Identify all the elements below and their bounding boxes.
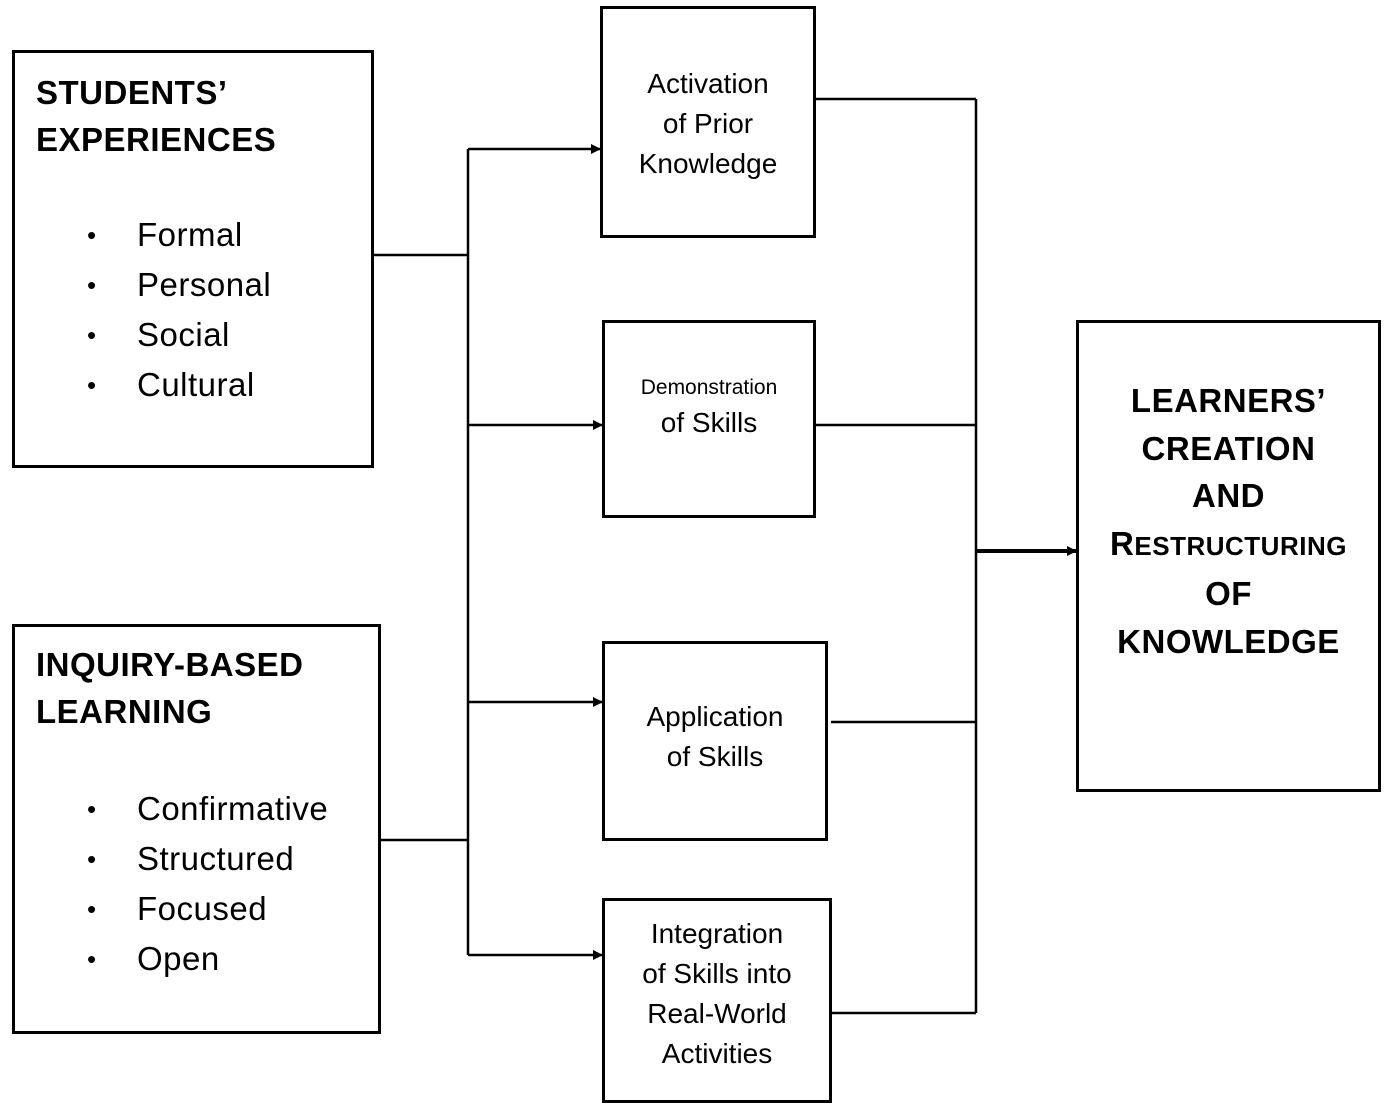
list-item-label: Confirmative	[137, 790, 329, 827]
outcome-line4-first: R	[1110, 524, 1135, 562]
students-experiences-title-line1: STUDENTS’	[36, 74, 228, 111]
list-item-label: Structured	[137, 840, 295, 877]
bullet-icon: •	[87, 320, 97, 350]
bullet-icon: •	[87, 794, 97, 824]
activation-line2: of Prior	[662, 108, 754, 139]
outcome-line5: OF	[1205, 575, 1252, 612]
application-line1: Application	[646, 701, 784, 732]
integration-of-skills-box: Integration of Skills into Real-World Ac…	[602, 898, 832, 1103]
integration-line3: Real-World	[647, 998, 787, 1029]
application-of-skills-box: Application of Skills	[602, 641, 828, 841]
demonstration-of-skills-box: Demonstration of Skills	[602, 320, 816, 518]
list-item-label: Social	[137, 316, 230, 353]
list-item: • Structured	[15, 834, 378, 884]
list-item: • Social	[15, 310, 371, 360]
students-experiences-title-line2: EXPERIENCES	[36, 121, 277, 158]
bullet-icon: •	[87, 270, 97, 300]
outcome-line3: AND	[1192, 477, 1265, 514]
students-experiences-list: • Formal • Personal • Social • Cultural	[15, 210, 371, 410]
integration-line2: of Skills into	[642, 958, 792, 989]
bullet-icon: •	[87, 894, 97, 924]
activation-of-prior-knowledge-box: Activation of Prior Knowledge	[600, 6, 816, 238]
application-line2: of Skills	[666, 741, 764, 772]
activation-line3: Knowledge	[638, 148, 778, 179]
list-item: • Cultural	[15, 360, 371, 410]
list-item-label: Formal	[137, 216, 243, 253]
students-experiences-box: STUDENTS’ EXPERIENCES • Formal • Personal …	[12, 50, 374, 468]
list-item: • Personal	[15, 260, 371, 310]
inquiry-based-learning-box: INQUIRY-BASED LEARNING • Confirmative • St…	[12, 624, 381, 1034]
list-item: • Confirmative	[15, 784, 378, 834]
list-item-label: Focused	[137, 890, 268, 927]
outcome-line4-rest: ESTRUCTURING	[1134, 530, 1347, 561]
outcome-line1: LEARNERS’	[1130, 382, 1327, 419]
inquiry-based-learning-title-line2: LEARNING	[36, 693, 213, 730]
list-item-label: Personal	[137, 266, 272, 303]
bullet-icon: •	[87, 370, 97, 400]
outcome-line6: KNOWLEDGE	[1117, 622, 1340, 660]
inquiry-based-learning-title-line1: INQUIRY-BASED	[36, 646, 304, 683]
list-item: • Focused	[15, 884, 378, 934]
list-item-label: Cultural	[137, 366, 255, 403]
demonstration-line1: Demonstration	[640, 376, 778, 399]
demonstration-line2: of Skills	[660, 407, 758, 438]
integration-line1: Integration	[650, 918, 784, 949]
outcome-line4: RESTRUCTURING	[1079, 520, 1378, 571]
learners-creation-box: LEARNERS’ CREATION AND RESTRUCTURING OF …	[1076, 320, 1381, 792]
bullet-icon: •	[87, 220, 97, 250]
bullet-icon: •	[87, 944, 97, 974]
integration-line4: Activities	[661, 1038, 773, 1069]
inquiry-based-learning-list: • Confirmative • Structured • Focused • Open	[15, 784, 378, 984]
list-item: • Formal	[15, 210, 371, 260]
bullet-icon: •	[87, 844, 97, 874]
list-item: • Open	[15, 934, 378, 984]
outcome-line2: CREATION	[1141, 429, 1316, 467]
activation-line1: Activation	[647, 68, 769, 99]
list-item-label: Open	[137, 940, 220, 977]
